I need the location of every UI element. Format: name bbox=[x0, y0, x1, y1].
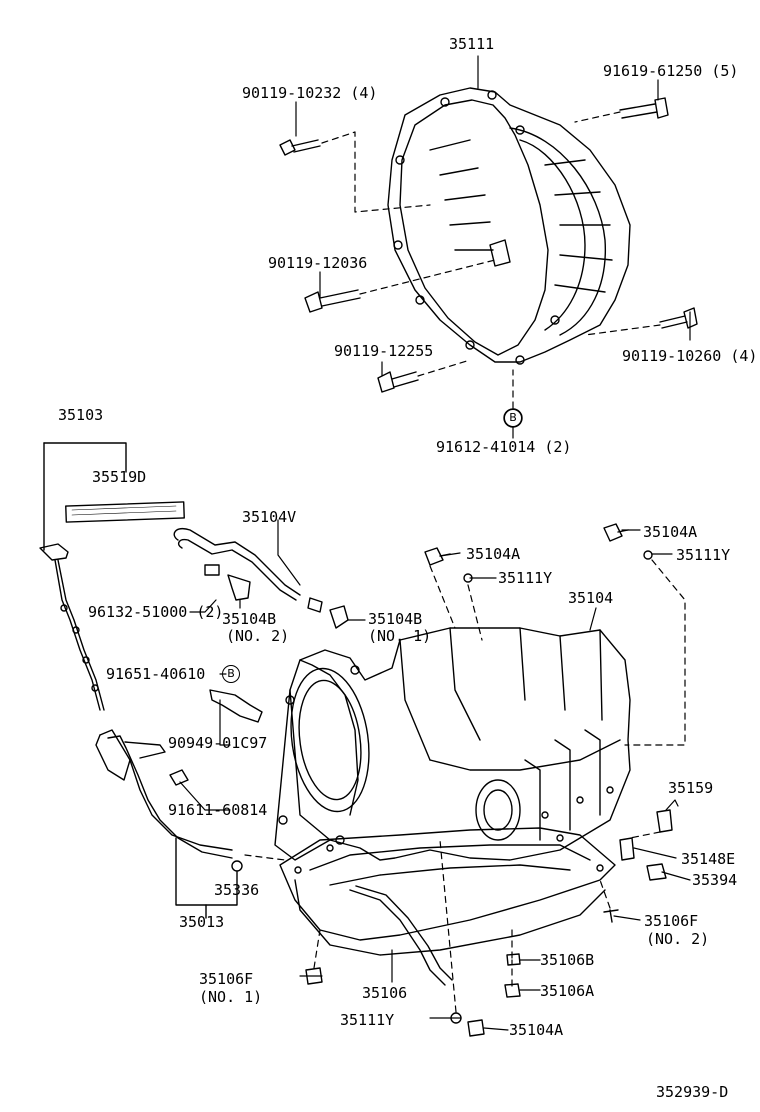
label-35111Y-right: 35111Y bbox=[676, 546, 731, 564]
label-91651-40610: 91651-40610 bbox=[106, 665, 206, 683]
label-90119-12255: 90119-12255 bbox=[334, 342, 434, 360]
label-35106B: 35106B bbox=[540, 951, 595, 969]
label-35104A-right: 35104A bbox=[643, 523, 698, 541]
housing-bolts bbox=[279, 97, 698, 428]
label-no2-upper: (NO. 2) bbox=[226, 627, 290, 645]
label-35104V: 35104V bbox=[242, 508, 297, 526]
label-35104B-no1: 35104B bbox=[368, 610, 423, 628]
diagram-code: 352939-D bbox=[656, 1083, 729, 1101]
small-parts-left bbox=[169, 528, 349, 786]
label-96132-51000: 96132-51000 (2) bbox=[88, 603, 224, 621]
label-35336: 35336 bbox=[214, 881, 260, 899]
label-no1-lower: (NO. 1) bbox=[199, 988, 263, 1006]
label-35104: 35104 bbox=[568, 589, 614, 607]
label-35394: 35394 bbox=[692, 871, 738, 889]
label-35013: 35013 bbox=[179, 913, 225, 931]
label-91612-41014: 91612-41014 (2) bbox=[436, 438, 572, 456]
label-35148E: 35148E bbox=[681, 850, 736, 868]
upper-leader-lines bbox=[321, 111, 661, 409]
label-91619-61250: 91619-61250 (5) bbox=[603, 62, 739, 80]
label-35519D: 35519D bbox=[92, 468, 147, 486]
converter-housing bbox=[387, 87, 631, 365]
ref-marker-b-upper: B bbox=[504, 409, 522, 427]
dipstick bbox=[39, 442, 185, 711]
label-35104A-left: 35104A bbox=[466, 545, 521, 563]
transmission-case bbox=[274, 627, 631, 861]
label-35106: 35106 bbox=[362, 984, 408, 1002]
label-35106F-no1: 35106F bbox=[199, 970, 254, 988]
label-90949-01C97: 90949-01C97 bbox=[168, 734, 268, 752]
label-90119-12036: 90119-12036 bbox=[268, 254, 368, 272]
label-35111Y-bottom: 35111Y bbox=[340, 1011, 395, 1029]
label-35104B-no2: 35104B bbox=[222, 610, 277, 628]
label-35159: 35159 bbox=[668, 779, 714, 797]
case-leaders bbox=[299, 529, 691, 1031]
case-fittings bbox=[305, 523, 673, 1037]
label-35104A-bottom: 35104A bbox=[509, 1021, 564, 1039]
label-35103: 35103 bbox=[58, 406, 104, 424]
label-no2-lower: (NO. 2) bbox=[646, 930, 710, 948]
label-no1-upper: (NO. 1) bbox=[368, 627, 432, 645]
label-35106A: 35106A bbox=[540, 982, 595, 1000]
filler-tube bbox=[95, 729, 243, 919]
left-leaders bbox=[179, 519, 366, 811]
oil-pan bbox=[279, 827, 616, 986]
label-91611-60814: 91611-60814 bbox=[168, 801, 268, 819]
upper-solid-leaders bbox=[295, 55, 691, 439]
label-35111Y-left: 35111Y bbox=[498, 569, 553, 587]
label-35106F-no2: 35106F bbox=[644, 912, 699, 930]
label-90119-10232: 90119-10232 (4) bbox=[242, 84, 378, 102]
ref-marker-b-lower: B bbox=[222, 665, 240, 683]
label-90119-10260: 90119-10260 (4) bbox=[622, 347, 758, 365]
label-35111: 35111 bbox=[449, 35, 495, 53]
